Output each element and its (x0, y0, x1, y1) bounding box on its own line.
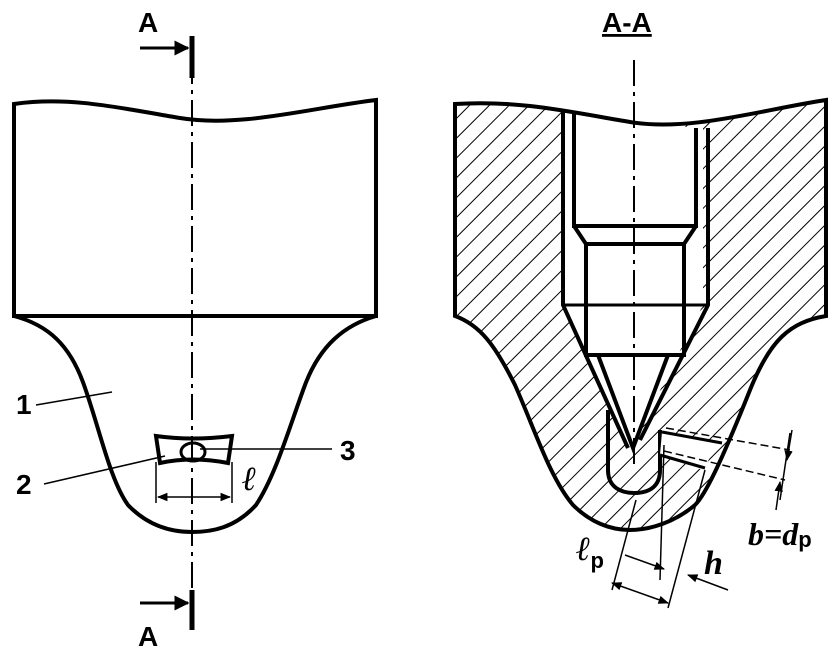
dim-b-main: b=d (748, 516, 799, 552)
dim-b-ext (779, 432, 791, 501)
dim-lp-label: ℓp (576, 531, 604, 573)
section-mark-top: A (138, 7, 158, 38)
dim-lp-main: ℓ (576, 531, 591, 568)
front-view: A A ℓ 1 2 3 (12, 7, 378, 652)
spray-channel-top (661, 430, 723, 445)
dim-h-arrow-right (687, 574, 729, 591)
leader-2 (43, 455, 166, 485)
dim-h-ext-right (667, 469, 706, 609)
needle-stem (572, 114, 698, 228)
dim-b-arrow-top (784, 429, 793, 462)
body-upper-block (12, 97, 378, 318)
section-outline (453, 97, 828, 533)
leader-1 (35, 391, 113, 406)
dim-b-arrow-bottom (774, 480, 783, 511)
dim-b-sub: p (798, 527, 811, 552)
dim-h-arrow-left (624, 554, 665, 570)
dim-h-label: h (704, 545, 723, 582)
callout-2: 2 (16, 469, 32, 500)
dim-lp-line (611, 582, 669, 604)
callout-3: 3 (340, 435, 356, 466)
spray-hole (179, 441, 207, 463)
section-hatch (455, 100, 826, 530)
section-title: A-A (602, 7, 652, 38)
callout-1: 1 (16, 389, 32, 420)
dim-lp-ext-mid (659, 444, 665, 581)
section-view: A-A b=dp (453, 7, 828, 609)
dim-l-label: ℓ (242, 461, 257, 498)
body-tip (13, 314, 377, 535)
dim-lp-ext-left (611, 499, 637, 591)
sac-volume (606, 410, 662, 496)
dim-lp-sub: p (591, 548, 604, 573)
dim-b-label: b=dp (748, 516, 812, 552)
spray-axis-dashed-2 (663, 450, 786, 481)
spray-channel-bottom (659, 453, 706, 470)
spray-window (153, 433, 235, 466)
section-mark-bottom: A (138, 621, 158, 652)
spray-axis-dashed-1 (665, 427, 791, 451)
